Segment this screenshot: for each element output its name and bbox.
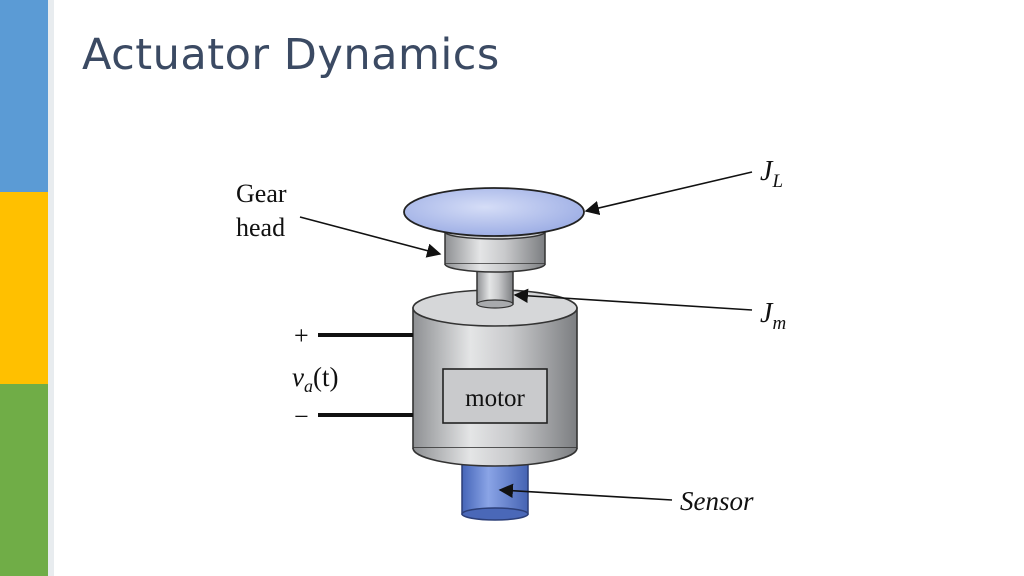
minus-sign: − (294, 402, 309, 431)
motor-label: motor (465, 385, 525, 412)
sensor-arrow (498, 483, 673, 501)
voltage-subscript: a (304, 376, 313, 396)
sensor-label: Sensor (680, 486, 754, 516)
accent-bar-edge (48, 0, 54, 576)
voltage-symbol: v (292, 362, 304, 392)
plus-sign: + (294, 321, 309, 350)
slide-title: Actuator Dynamics (82, 30, 500, 80)
motor-inertia-subscript: m (772, 313, 786, 334)
gear-head-label-line2: head (236, 213, 285, 242)
sensor-cylinder (461, 461, 529, 521)
voltage-label: va(t) (292, 362, 338, 396)
load-inertia-subscript: L (771, 171, 783, 192)
accent-bar-blue (0, 0, 48, 192)
motor-inertia-label: Jm (760, 298, 786, 334)
motor-label-box (442, 368, 548, 424)
load-inertia-label: JL (760, 156, 783, 192)
motor-inertia-symbol: J (760, 298, 774, 329)
accent-bar-yellow (0, 192, 48, 384)
load-inertia-symbol: J (760, 156, 774, 187)
load-inertia-arrow (584, 171, 753, 216)
accent-bar-green (0, 384, 48, 576)
load-disc (403, 187, 585, 237)
gear-head-label-line1: Gear (236, 179, 287, 208)
motor-inertia-arrow (513, 288, 753, 311)
voltage-argument: (t) (313, 362, 338, 392)
gear-head-arrow (299, 216, 442, 258)
